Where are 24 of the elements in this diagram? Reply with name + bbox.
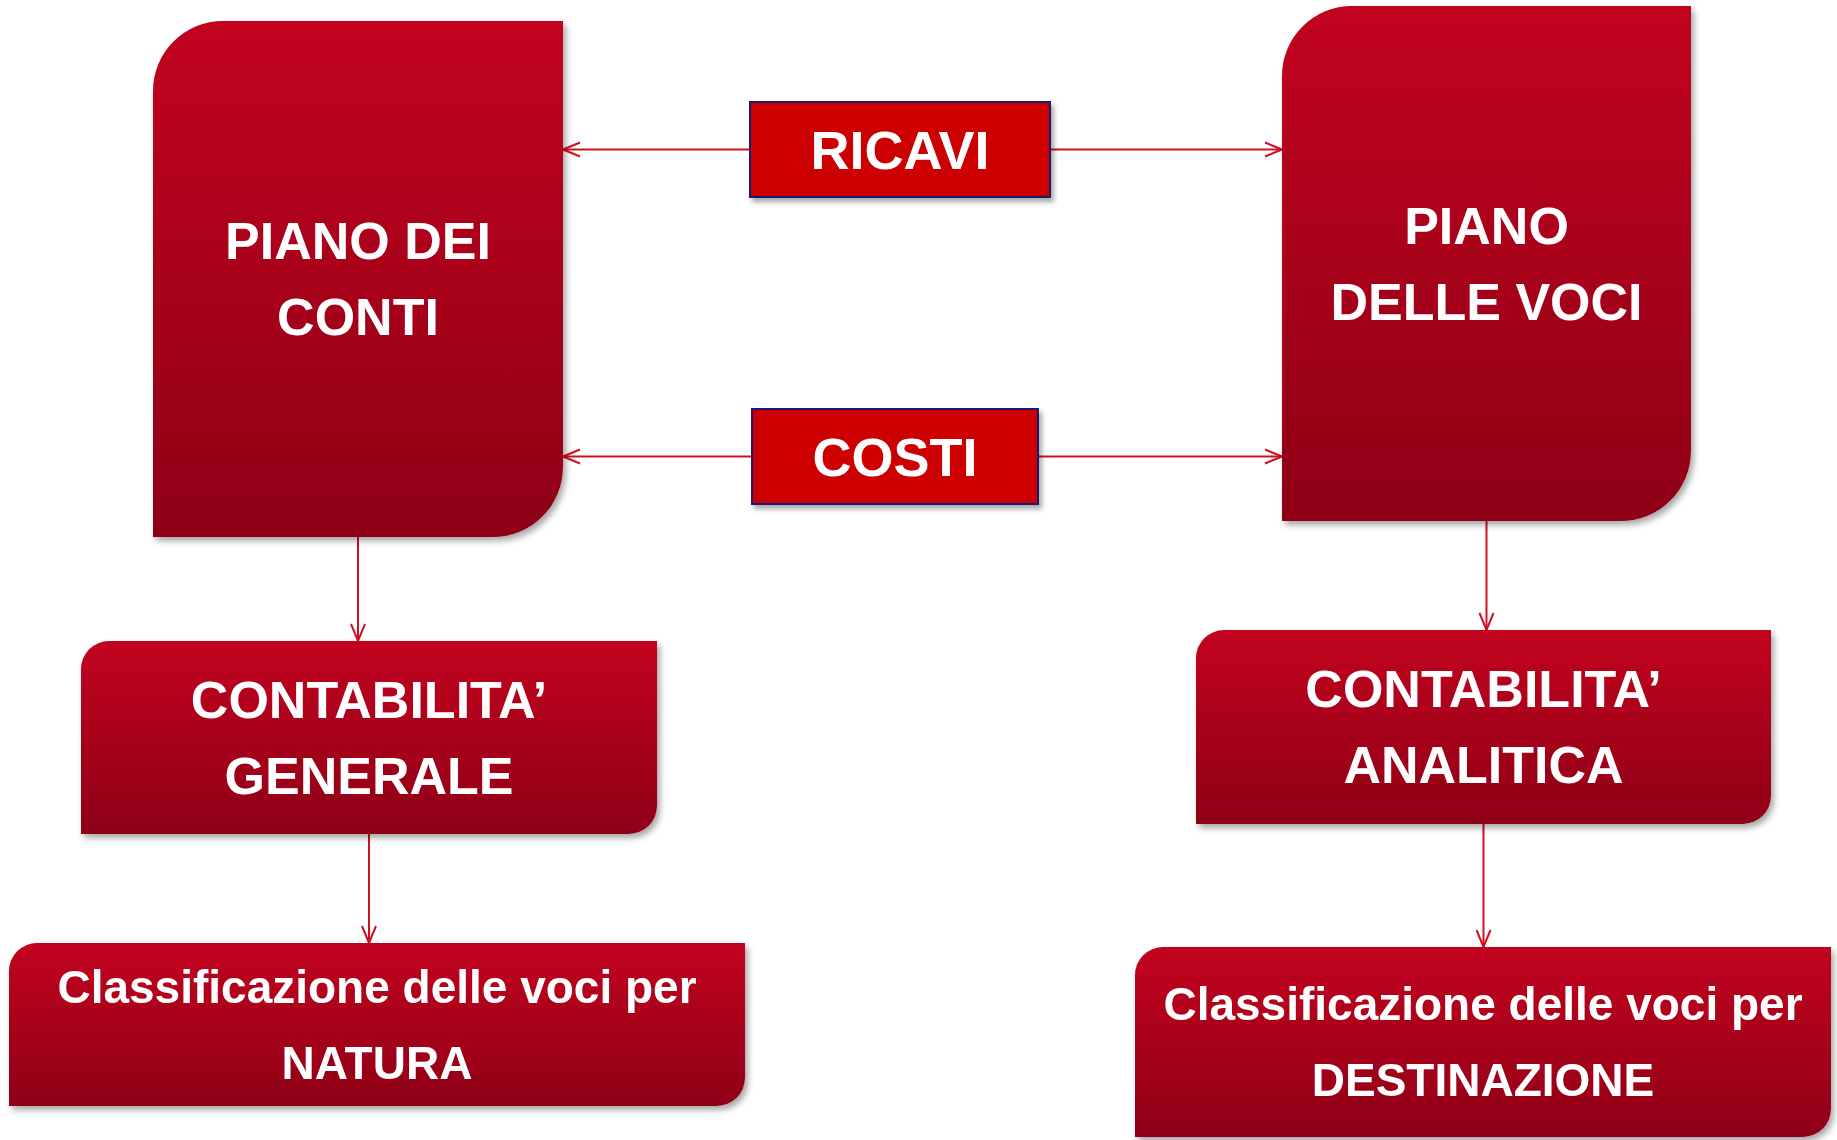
box-label: Classificazione delle voci per NATURA (56, 959, 698, 1091)
plan-box (1282, 6, 1691, 521)
arrow (1038, 448, 1283, 465)
accounting-box (81, 641, 657, 834)
box-label: CONTABILITA’ GENERALE (189, 669, 549, 807)
box-label: PIANO DEI CONTI (224, 211, 492, 348)
box-label: RICAVI (810, 118, 990, 181)
arrow (350, 536, 366, 642)
category-box (751, 408, 1039, 505)
arrow (361, 833, 377, 944)
accounting-box (1196, 630, 1771, 824)
box-label: PIANO DELLE VOCI (1329, 195, 1644, 333)
category-box (749, 101, 1051, 198)
arrow (1050, 141, 1283, 158)
box-label: Classificazione delle voci per DESTINAZIONE (1162, 977, 1804, 1108)
arrow (562, 141, 750, 158)
classification-box (9, 943, 745, 1106)
arrow (1475, 823, 1492, 948)
classification-box (1135, 947, 1831, 1137)
arrow (562, 448, 752, 465)
box-label: COSTI (812, 425, 978, 488)
plan-box (153, 21, 563, 537)
arrow (1478, 520, 1495, 631)
box-label: CONTABILITA’ ANALITICA (1304, 659, 1663, 796)
